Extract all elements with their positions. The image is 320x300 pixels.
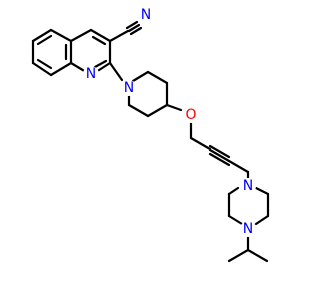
piperazine-ring [227, 186, 270, 226]
quinoline-bond [69, 28, 93, 43]
quinoline-double-bond [93, 59, 108, 69]
alkyne-triple-bond [208, 152, 231, 167]
nitrile-triple-bond [125, 20, 139, 30]
isopropyl-group [227, 234, 269, 263]
quinoline-bond [31, 61, 53, 77]
molecule-structure: N N N O N N [31, 7, 270, 263]
alkyne-single-bond [189, 136, 212, 151]
piperazine-bond [254, 186, 270, 196]
label-mask [183, 107, 199, 123]
piperidine-bond [146, 70, 169, 85]
piperazine-nitrogen-4-label: N [243, 221, 253, 237]
quinoline-double-bond [36, 58, 53, 70]
nitrile-triple-bond [127, 23, 141, 33]
quinoline-bond [31, 28, 53, 43]
quinoline-bond [49, 61, 73, 77]
piperidine-ether-bond [165, 103, 183, 112]
quinoline-bond [69, 61, 88, 74]
piperidine-bond [146, 103, 169, 118]
nitrile-nitrogen-label: N [141, 7, 151, 23]
piperazine-nitrogen-1-label: N [243, 178, 253, 194]
atom-labels: N N N O N N [83, 7, 256, 237]
quinoline-piperidine-bond [108, 61, 124, 82]
piperazine-bond [227, 186, 240, 196]
piperidine-bond [131, 70, 150, 83]
quinoline-double-bond [36, 34, 53, 46]
alkyne-triple-bond [208, 148, 231, 163]
quinoline-bond [94, 61, 112, 74]
label-mask [121, 80, 137, 96]
quinoline-ring [31, 28, 112, 77]
quinoline-bond [89, 28, 112, 43]
alkyne-single-bond [227, 159, 250, 174]
label-mask [240, 178, 256, 194]
piperidine-ring [108, 61, 169, 118]
nitrile-triple-bond [129, 26, 143, 36]
ether-oxygen-label: O [185, 107, 196, 123]
nitrile-group [108, 20, 143, 43]
isopropyl-methyl-bond [246, 248, 269, 263]
piperidine-bond [127, 103, 150, 118]
linker-chain [165, 103, 250, 182]
label-mask [138, 7, 154, 23]
piperazine-bond [254, 214, 270, 226]
isopropyl-methyl-bond [227, 248, 250, 263]
quinoline-double-bond [91, 35, 107, 46]
label-mask [83, 66, 99, 82]
quinoline-nitrogen-label: N [86, 66, 96, 82]
piperazine-bond [227, 214, 244, 226]
nitrile-single-bond [108, 29, 130, 43]
alkyne-triple-bond [208, 144, 231, 159]
label-mask [240, 221, 256, 237]
piperidine-nitrogen-label: N [124, 80, 134, 96]
quinoline-bond [49, 28, 73, 43]
